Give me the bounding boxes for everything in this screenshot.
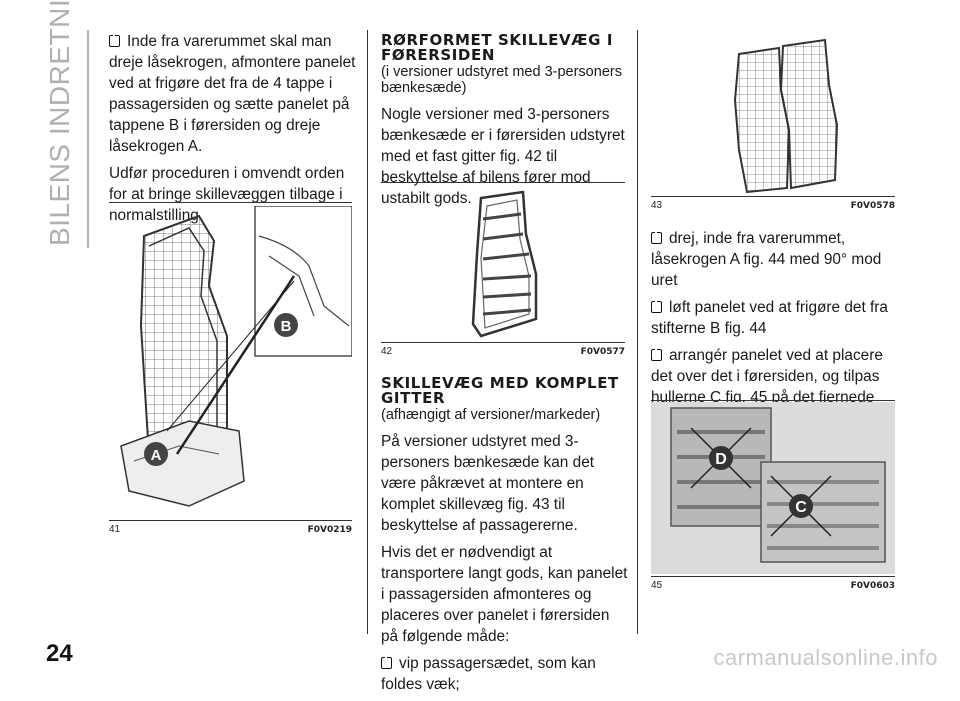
checkbox-bullet-icon xyxy=(381,654,392,669)
checkbox-bullet-icon xyxy=(651,229,662,244)
column-1: Inde fra varerummet skal man dreje låsek… xyxy=(109,31,357,232)
col1-paragraph-2: Udfør proceduren i omvendt orden for at … xyxy=(109,165,345,224)
figure-42: 42 F0V0577 xyxy=(381,182,625,360)
col2-paragraph-3: Hvis det er nødvendigt at transportere l… xyxy=(381,544,628,645)
callout-b: B xyxy=(281,318,292,335)
figure-43-number: 43 xyxy=(651,200,663,211)
heading-full-grid-partition: SKILLEVÆG MED KOMPLET GITTER xyxy=(381,374,619,407)
col1-paragraph-1: Inde fra varerummet skal man dreje låsek… xyxy=(109,32,356,155)
column-2: RØRFORMET SKILLEVÆG I FØRERSIDEN (i vers… xyxy=(381,33,629,215)
heading-tubular-partition: RØRFORMET SKILLEVÆG I FØRERSIDEN xyxy=(381,31,613,64)
side-title-rule xyxy=(87,30,89,248)
subheading-2: (afhængigt af versioner/markeder) xyxy=(381,407,601,423)
callout-a: A xyxy=(151,447,162,464)
col2-paragraph-1: Nogle versioner med 3-personers bænkesæd… xyxy=(381,106,625,207)
checkbox-bullet-icon xyxy=(109,32,120,47)
section-side-title: BILENS INDRETNING xyxy=(44,0,75,246)
figure-45: D C 45 F0V0603 xyxy=(651,400,895,594)
figure-41-number: 41 xyxy=(109,524,121,535)
figure-45-code: F0V0603 xyxy=(850,581,895,591)
figure-43-code: F0V0578 xyxy=(850,201,895,211)
subheading-1: (i versioner udstyret med 3-personers bæ… xyxy=(381,64,622,96)
page-number: 24 xyxy=(46,640,73,667)
figure-42-code: F0V0577 xyxy=(580,347,625,357)
column-divider-1 xyxy=(367,30,368,634)
col3-bullet-2: løft panelet ved at frigøre det fra stif… xyxy=(651,298,888,337)
figure-45-illustration: D C xyxy=(651,402,895,574)
figure-41-code: F0V0219 xyxy=(307,525,352,535)
figure-41-illustration: A B xyxy=(120,206,352,507)
figure-45-number: 45 xyxy=(651,580,663,591)
callout-c: C xyxy=(795,499,807,516)
column-2-lower: SKILLEVÆG MED KOMPLET GITTER (afhængigt … xyxy=(381,376,629,701)
col2-paragraph-2: På versioner udstyret med 3-personers bæ… xyxy=(381,433,595,534)
watermark: carmanualsonline.info xyxy=(713,645,938,670)
checkbox-bullet-icon xyxy=(651,298,662,313)
column-divider-2 xyxy=(637,30,638,634)
col2-bullet-1: vip passagersædet, som kan foldes væk; xyxy=(381,654,596,693)
figure-42-number: 42 xyxy=(381,346,393,357)
checkbox-bullet-icon xyxy=(651,346,662,361)
col3-bullet-1: drej, inde fra varerummet, låsekrogen A … xyxy=(651,229,882,289)
callout-d: D xyxy=(715,451,727,468)
figure-41: A B 41 F0V0219 xyxy=(109,202,352,538)
figure-42-illustration xyxy=(471,190,538,338)
figure-43: 43 F0V0578 xyxy=(651,30,895,214)
figure-43-illustration xyxy=(733,38,839,194)
